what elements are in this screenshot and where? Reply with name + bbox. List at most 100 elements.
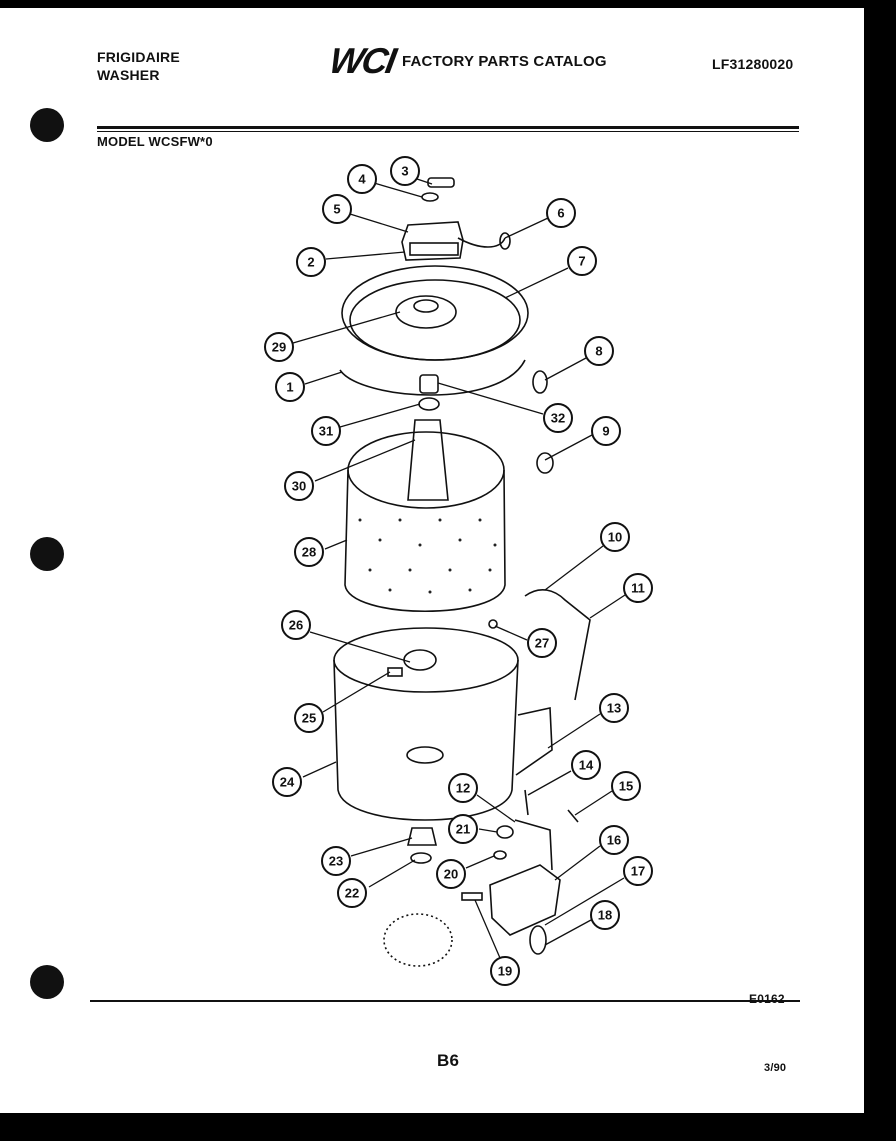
binder-hole-bottom [30,965,64,999]
svg-text:9: 9 [602,424,609,439]
part-gasket [339,359,526,396]
catalog-header: WCI FACTORY PARTS CATALOG [326,40,607,82]
svg-text:4: 4 [358,172,366,187]
part-pulley-hub [413,299,439,313]
part-shaft-bushing [419,374,439,394]
svg-text:17: 17 [631,864,645,879]
part-drive-block [401,221,464,261]
callout-11: 11 [623,573,653,603]
diagram-code: E0162 [749,992,785,1006]
part-spring-clip [532,370,548,394]
scan-border [0,1113,896,1141]
binder-hole-top [30,108,64,142]
part-shaft-ring [418,397,440,411]
svg-text:16: 16 [607,833,621,848]
callout-24: 24 [272,767,302,797]
part-hose-clamp [529,925,547,955]
footer-rule [90,1000,800,1002]
part-washer [421,192,439,202]
part-pump-bracket [514,819,553,871]
part-grommet [496,825,514,839]
callout-6: 6 [546,198,576,228]
callout-8: 8 [584,336,614,366]
svg-text:15: 15 [619,779,633,794]
part-basket-body [344,469,506,612]
svg-text:32: 32 [551,411,565,426]
callout-31: 31 [311,416,341,446]
callout-13: 13 [599,693,629,723]
part-bearing [403,649,437,671]
part-washer-lower [410,852,432,864]
svg-text:22: 22 [345,886,359,901]
part-tub-body [333,659,519,821]
svg-text:25: 25 [302,711,316,726]
brand-name: FRIGIDAIRE [97,49,180,65]
catalog-sheet [0,8,864,1113]
callout-23: 23 [321,846,351,876]
svg-text:11: 11 [631,581,645,596]
svg-text:27: 27 [535,636,549,651]
svg-text:8: 8 [595,344,602,359]
callout-21: 21 [448,814,478,844]
callout-12: 12 [448,773,478,803]
part-tub-drain [406,746,444,764]
callout-30: 30 [284,471,314,501]
svg-text:19: 19 [498,964,512,979]
revision-date: 3/90 [764,1062,787,1074]
svg-text:21: 21 [456,822,470,837]
callout-17: 17 [623,856,653,886]
page-number: B6 [437,1051,460,1070]
svg-text:14: 14 [579,758,594,773]
callout-14: 14 [571,750,601,780]
part-screw-small [567,809,579,823]
svg-text:18: 18 [598,908,612,923]
part-mount-ghost [383,913,453,967]
callout-26: 26 [281,610,311,640]
svg-text:29: 29 [272,340,286,355]
part-clip-wire [457,237,506,248]
part-bolt [427,177,455,188]
callout-25: 25 [294,703,324,733]
svg-text:12: 12 [456,781,470,796]
callout-4: 4 [347,164,377,194]
catalog-part-number: LF31280020 [712,56,794,72]
part-pump-housing [489,864,561,936]
svg-text:3: 3 [401,164,408,179]
binder-hole-middle [30,537,64,571]
part-clip [499,232,511,250]
basket-perforations [358,518,497,594]
callout-3: 3 [390,156,420,186]
brand-block: FRIGIDAIRE WASHER [97,48,180,84]
catalog-title: FACTORY PARTS CATALOG [401,52,607,70]
model-number: MODEL WCSFW*0 [97,134,213,149]
svg-text:28: 28 [302,545,316,560]
header-rule-thick [97,126,799,129]
callout-15: 15 [611,771,641,801]
header-rule-thin [97,131,799,132]
callout-2: 2 [296,247,326,277]
svg-text:2: 2 [307,255,314,270]
product-type: WASHER [97,67,160,83]
part-bearing-retainer [387,667,403,677]
callout-32: 32 [543,403,573,433]
svg-text:26: 26 [289,618,303,633]
callout-9: 9 [591,416,621,446]
callout-22: 22 [337,878,367,908]
callout-19: 19 [490,956,520,986]
part-drive-nut [406,827,438,846]
svg-text:20: 20 [444,867,458,882]
callout-20: 20 [436,859,466,889]
parts-drawing [333,177,591,967]
part-rod [524,789,529,816]
callout-10: 10 [600,522,630,552]
svg-text:30: 30 [292,479,306,494]
part-screw [488,619,498,629]
svg-text:13: 13 [607,701,621,716]
callout-5: 5 [322,194,352,224]
svg-text:7: 7 [578,254,585,269]
part-shield [515,707,553,776]
svg-text:10: 10 [608,530,622,545]
part-pulley [395,295,457,329]
svg-text:31: 31 [319,424,333,439]
